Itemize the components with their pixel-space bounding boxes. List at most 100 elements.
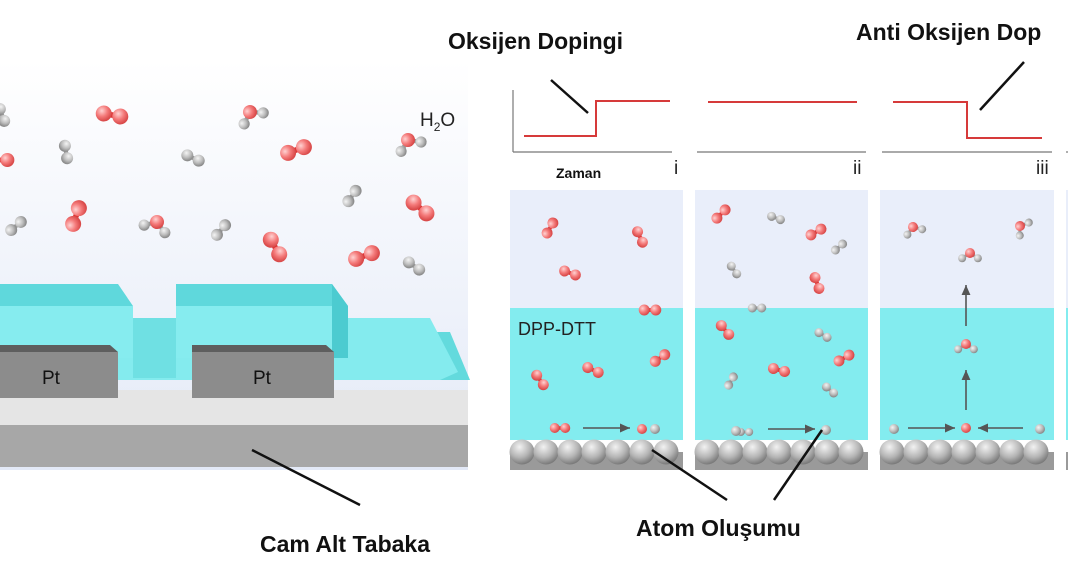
hydrogen-atom: [238, 118, 250, 130]
hydrogen-atom: [14, 215, 27, 228]
water-molecule: [903, 222, 927, 239]
substrate-atom: [766, 439, 792, 465]
hydrogen-atom: [1024, 218, 1033, 227]
hydrogen-molecule: [342, 184, 362, 208]
atom-formation-label: Atom Oluşumu: [636, 515, 801, 541]
step-graph-iii: iii: [882, 101, 1052, 179]
oxygen-atom: [112, 108, 129, 125]
oxygen-atom: [715, 320, 727, 332]
oxygen-atom: [547, 217, 559, 229]
oxygen-atom: [908, 222, 918, 232]
oxygen-atom: [649, 355, 661, 367]
oxygen-atom: [813, 282, 825, 294]
water-molecule: [238, 105, 269, 130]
hydrogen-atom: [958, 254, 967, 263]
device-molecules: [0, 103, 435, 276]
substrate-atom: [694, 439, 720, 465]
oxygen-atom: [843, 349, 855, 361]
oxygen-atom: [405, 194, 422, 211]
oxygen-atom: [531, 369, 543, 381]
electrode-left-label: Pt: [42, 368, 61, 389]
oxygen-atom: [243, 105, 257, 119]
oxygen-atom: [150, 215, 164, 229]
oxygen-molecule: [582, 362, 604, 378]
hydrogen-molecule: [726, 261, 742, 279]
substrate-atom: [951, 439, 977, 465]
polymer-channel: [133, 318, 176, 378]
oxygen-atom: [650, 304, 662, 316]
time-axis-label: Zaman: [556, 165, 601, 181]
polymer-block-left-top: [0, 284, 133, 306]
substrate-atom: [927, 439, 953, 465]
hydrogen-atom: [814, 328, 824, 338]
oxygen-doping-title: Oksijen Dopingi: [448, 28, 623, 54]
substrate-atom: [814, 439, 840, 465]
hydrogen-molecule: [814, 328, 832, 342]
hydrogen-molecule: [210, 219, 232, 241]
hydrogen-atom: [192, 154, 205, 167]
oxygen-atom: [295, 139, 312, 156]
hydrogen-atom: [395, 145, 407, 157]
hydrogen-atom: [415, 136, 427, 148]
hydrogen-atom: [757, 303, 767, 313]
hydrogen-adsorbed-atom: [821, 425, 831, 435]
hydrogen-adsorbed-atom: [889, 424, 899, 434]
water-molecule: [138, 215, 171, 239]
oxygen-atom: [659, 349, 671, 361]
hydrogen-atom: [181, 149, 194, 162]
oxygen-atom: [401, 133, 415, 147]
substrate-atom: [999, 439, 1025, 465]
panel-iv-polymer: [1066, 308, 1068, 440]
hydrogen-atom: [745, 428, 754, 436]
hydrogen-atom: [138, 219, 150, 231]
oxygen-molecule: [541, 217, 559, 239]
hydrogen-atom: [257, 107, 269, 119]
oxygen-atom: [348, 250, 365, 267]
hydrogen-atom: [838, 239, 848, 249]
electrode-left: [0, 352, 118, 398]
hydrogen-atom: [767, 211, 777, 221]
atom-formation-pointer-left: [651, 448, 728, 502]
water-molecule: [395, 133, 427, 157]
hydrogen-atom: [728, 372, 738, 382]
electrode-left-top: [0, 345, 118, 352]
substrate-atom: [1023, 439, 1049, 465]
hydrogen-molecule: [830, 239, 848, 255]
substrate-atom: [509, 439, 535, 465]
hydrogen-atom: [58, 139, 71, 152]
panel-ii: [695, 190, 868, 440]
glass-substrate: [0, 425, 468, 467]
oxygen-molecule: [715, 320, 735, 340]
polymer-block-right-side: [332, 284, 348, 358]
hydrogen-molecule: [58, 139, 74, 165]
hydrogen-molecule: [181, 149, 205, 167]
oxygen-molecule: [531, 369, 549, 391]
hydrogen-atom: [829, 388, 839, 398]
hydrogen-molecule: [724, 372, 738, 390]
graph-i-step-line: [524, 100, 670, 137]
hydrogen-molecule: [821, 382, 839, 398]
oxygen-atom: [965, 248, 975, 258]
panel-i-air: [510, 190, 683, 308]
hydrogen-atom: [0, 114, 11, 127]
device-illustration: Pt Pt H2O: [0, 60, 470, 470]
hydrogen-atom: [830, 245, 840, 255]
hydrogen-atom: [349, 184, 362, 197]
oxygen-molecule: [549, 423, 571, 433]
oxygen-atom: [815, 223, 827, 235]
hydrogen-molecule: [0, 103, 11, 127]
anti-oxygen-doping-title: Anti Oksijen Dop: [856, 19, 1041, 45]
hydrogen-atom: [210, 228, 223, 241]
hydrogen-atom: [219, 219, 232, 232]
oxygen-atom: [262, 231, 279, 248]
electrode-right-top: [192, 345, 334, 352]
oxygen-atom: [560, 423, 571, 433]
step-graph-ii: ii: [697, 101, 866, 179]
substrate-atom: [975, 439, 1001, 465]
hydrogen-atom: [775, 215, 785, 225]
hydrogen-atom: [969, 345, 978, 354]
water-molecule: [1015, 218, 1033, 240]
hydrogen-molecule: [767, 211, 785, 225]
oxygen-atom: [632, 226, 644, 238]
